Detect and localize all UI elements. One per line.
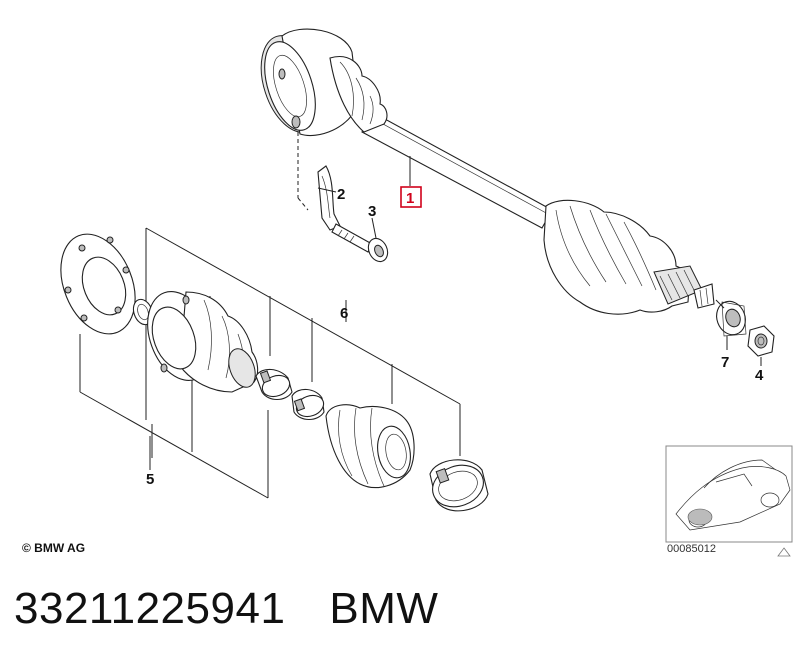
bolt	[331, 217, 389, 263]
callout-4[interactable]: 4	[755, 367, 764, 384]
image-reference-code: 00085012	[667, 543, 716, 555]
flange-gasket	[60, 233, 136, 335]
part-caption: 33211225941 BMW	[14, 584, 438, 634]
callout-7[interactable]: 7	[721, 354, 729, 371]
vehicle-locator-thumbnail	[665, 445, 793, 557]
clamp-large	[429, 459, 489, 512]
collar-nut	[747, 325, 775, 357]
inner-boot	[147, 291, 259, 393]
clamp-small-a	[255, 368, 293, 401]
outer-boot	[325, 404, 415, 488]
clamp-small-b	[291, 388, 325, 421]
drive-shaft	[260, 28, 715, 315]
callout-1[interactable]: 1	[406, 190, 414, 207]
copyright-notice: © BMW AG	[22, 541, 86, 555]
collar-washer	[716, 300, 747, 337]
brand-name: BMW	[329, 584, 439, 633]
callout-6[interactable]: 6	[340, 305, 348, 322]
callout-1-box	[400, 186, 422, 208]
callout-2[interactable]: 2	[337, 186, 345, 203]
callout-5[interactable]: 5	[146, 471, 154, 488]
callout-3[interactable]: 3	[368, 203, 376, 220]
part-number: 33211225941	[14, 584, 286, 633]
